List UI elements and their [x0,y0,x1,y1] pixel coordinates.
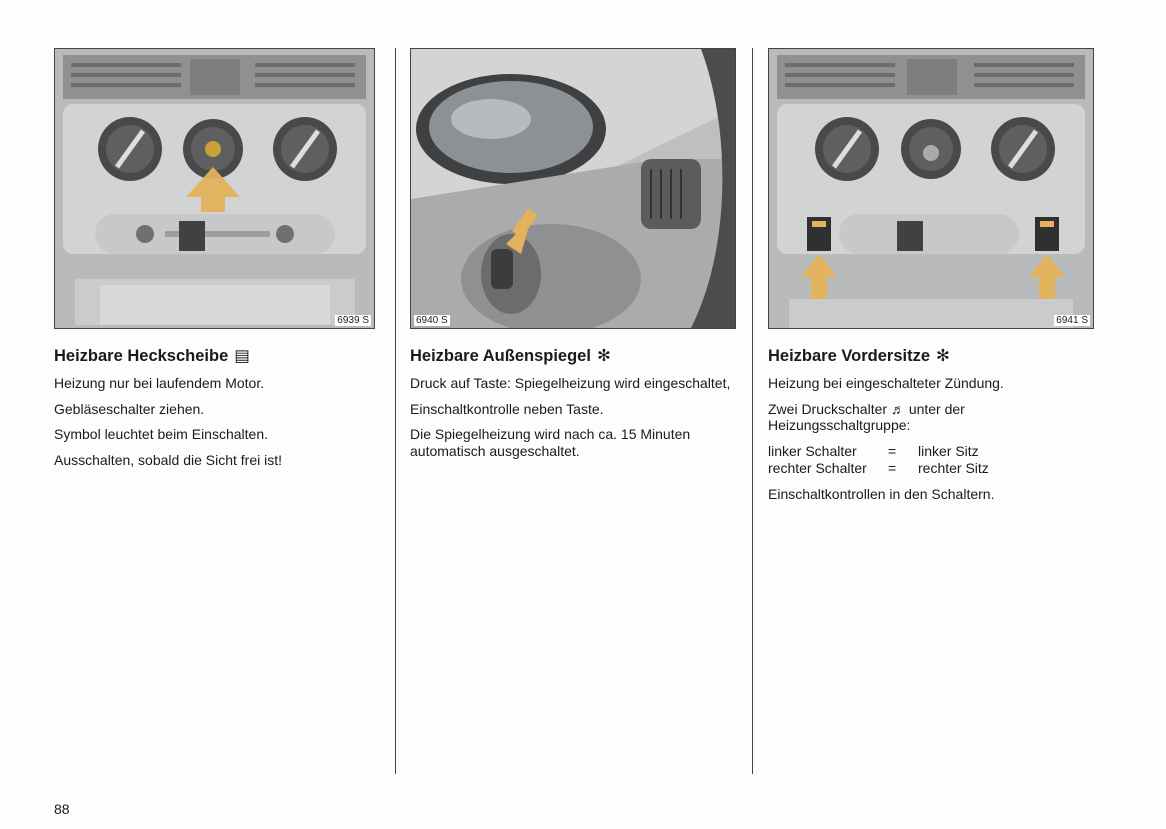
paragraph: Ausschalten, sobald die Sicht frei ist! [54,451,283,468]
heating-star-icon: ✻ [936,347,950,365]
column-seats: 6941 S Heizbare Vordersitze✻ Heizung bei… [768,48,1094,511]
section-title: Heizbare Heckscheibe▤ [54,347,250,365]
paragraph: Druck auf Taste: Spiegelheizung wird ein… [410,375,731,391]
page-number: 88 [54,801,70,817]
figure-seat-switches: 6941 S [768,48,1094,329]
column-divider [752,48,753,774]
column-mirrors: 6940 S Heizbare Außenspiegel✻ Druck auf … [410,48,736,468]
paragraph: Gebläseschalter ziehen. [54,400,205,417]
paragraph: Einschaltkontrolle neben Taste. [410,400,604,417]
mirror-switch-illustration [411,49,735,328]
paragraph: Symbol leuchtet beim Einschalten. [54,426,268,442]
figure-code: 6939 S [335,315,371,326]
figure-mirror-switch: 6940 S [410,48,736,329]
seat-heating-illustration [769,49,1093,328]
switch-row: rechter Schalter=rechter Sitz [768,459,989,476]
paragraph: Einschaltkontrollen in den Schaltern. [768,485,995,502]
heating-star-icon: ✻ [596,347,611,365]
figure-code: 6941 S [1054,315,1090,326]
column-rear-window: 6939 S Heizbare Heckscheibe▤ Heizung nur… [54,48,375,477]
figure-heater-panel: 6939 S [54,48,375,329]
paragraph: Die Spiegelheizung wird nach ca. 15 Minu… [410,426,691,459]
column-divider [395,48,396,774]
switch-table: linker Schalter=linker Sitz rechter Scha… [768,443,1093,477]
figure-code: 6940 S [414,315,450,326]
switch-row: linker Schalter=linker Sitz [768,442,979,459]
heater-control-illustration [55,49,374,328]
seat-heating-icon: ♬ [890,400,905,417]
section-title: Heizbare Außenspiegel✻ [410,347,611,365]
section-title: Heizbare Vordersitze✻ [768,347,950,365]
paragraph: Heizung nur bei laufendem Motor. [54,375,265,391]
paragraph: Heizung bei eingeschalteter Zündung. [768,375,1004,391]
paragraph: Zwei Druckschalter ♬ unter der Heizungss… [768,400,965,434]
rear-window-heating-icon: ▤ [234,347,250,365]
